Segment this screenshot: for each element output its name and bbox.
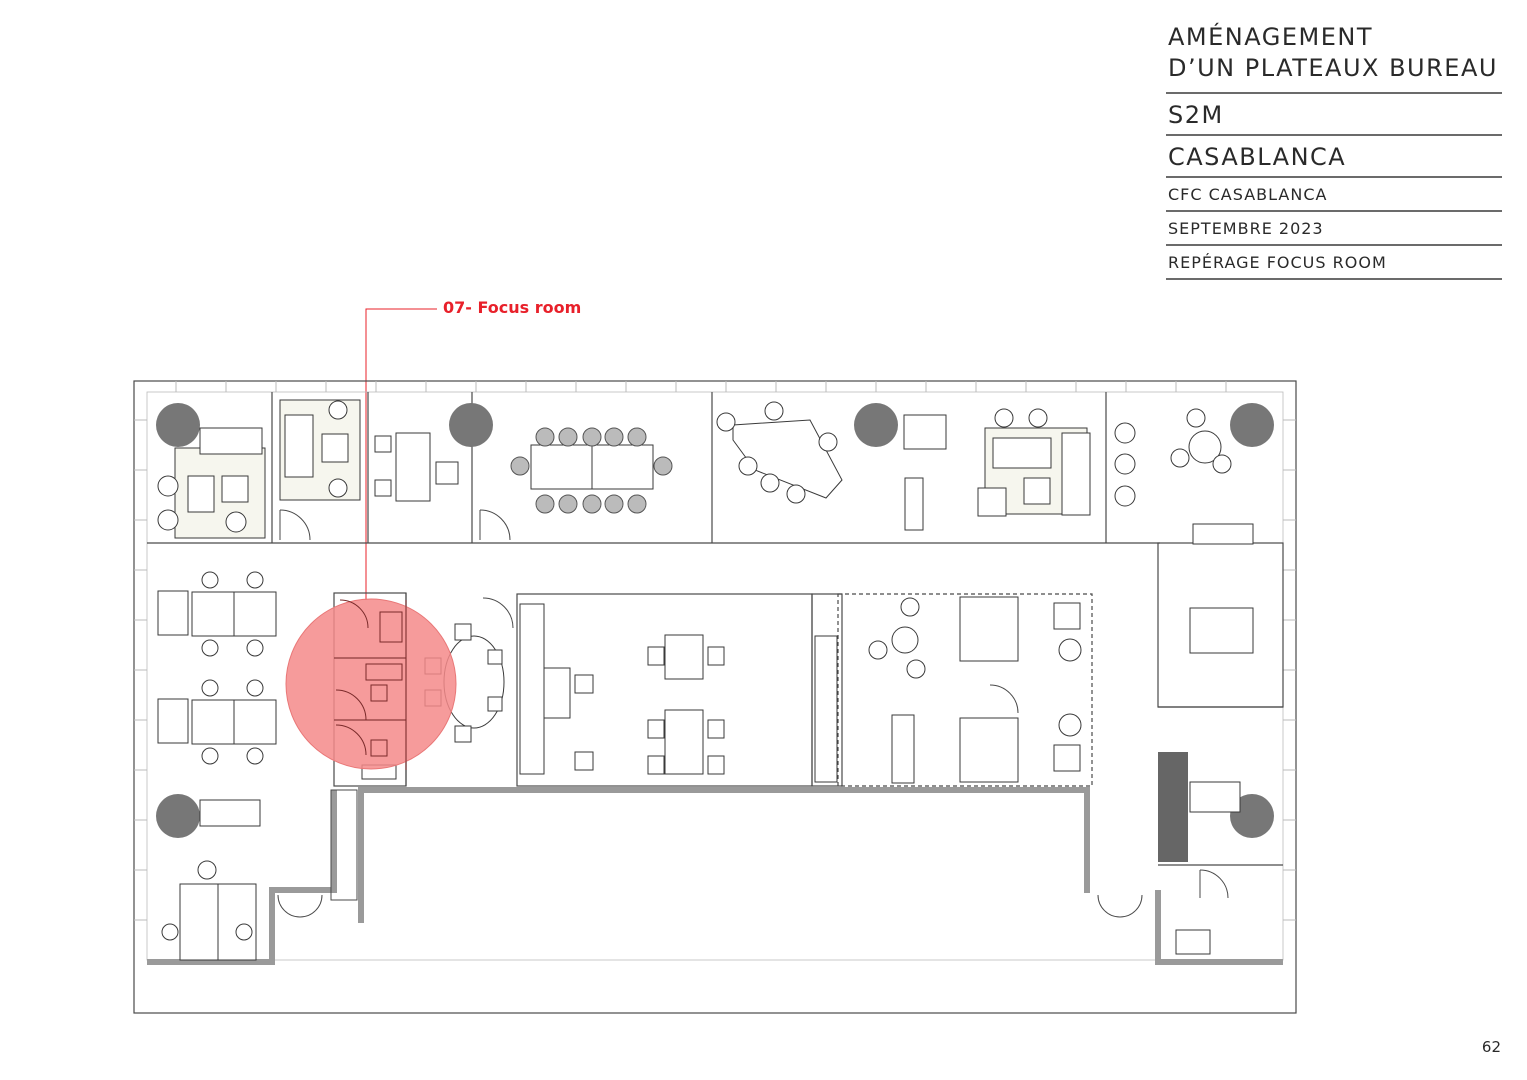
facade-mullions bbox=[134, 381, 1296, 921]
furniture bbox=[157, 399, 1254, 961]
title-block: AMÉNAGEMENT D’UN PLATEAUX BUREAU S2M CAS… bbox=[1166, 20, 1502, 280]
outer-boundary bbox=[133, 380, 1297, 1014]
project-title: AMÉNAGEMENT D’UN PLATEAUX BUREAU bbox=[1166, 20, 1502, 94]
focus-room-highlight bbox=[285, 598, 457, 770]
reception-counter bbox=[1158, 752, 1188, 862]
sheet-title: REPÉRAGE FOCUS ROOM bbox=[1166, 246, 1502, 280]
date-label: SEPTEMBRE 2023 bbox=[1166, 212, 1502, 246]
focus-room-outline bbox=[334, 599, 407, 770]
page-number: 62 bbox=[1481, 1038, 1501, 1056]
project-title-line2: D’UN PLATEAUX BUREAU bbox=[1168, 54, 1498, 82]
doors bbox=[277, 509, 1229, 918]
callout-leader-line bbox=[365, 308, 437, 600]
project-title-line1: AMÉNAGEMENT bbox=[1168, 23, 1373, 51]
client-name: S2M bbox=[1166, 94, 1502, 136]
service-shaft bbox=[330, 789, 358, 901]
focus-room-callout-label: 07- Focus room bbox=[443, 298, 582, 317]
columns bbox=[156, 403, 1274, 838]
core-walls bbox=[147, 787, 1283, 965]
location-name: CFC CASABLANCA bbox=[1166, 178, 1502, 212]
city-name: CASABLANCA bbox=[1166, 136, 1502, 178]
